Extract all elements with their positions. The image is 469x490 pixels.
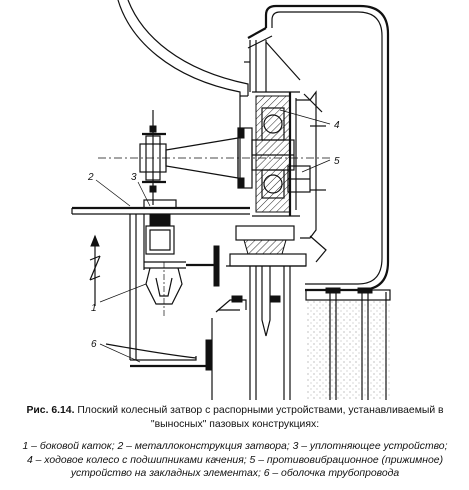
label-5: 5 (334, 156, 340, 167)
legend-line-3: устройство на закладных элементах; 6 – о… (70, 468, 400, 479)
pipeline-shell (105, 299, 247, 400)
gate-beam (71, 206, 250, 360)
figure-number: Рис. 6.14. (26, 405, 75, 416)
flow-arrow-icon (89, 234, 101, 306)
anti-vibration-device (287, 90, 327, 263)
figure-legend: 1 – боковой каток; 2 – металлоконструкци… (6, 440, 464, 481)
embedded-rail-base (226, 225, 307, 400)
anchor-bolts (305, 287, 391, 400)
label-4: 4 (334, 120, 340, 131)
legend-line-2: 4 – ходовое колесо с подшипниками качени… (26, 454, 444, 466)
gate-frame-outline (117, 0, 249, 186)
side-roller (144, 245, 220, 316)
label-2: 2 (87, 172, 94, 183)
groove-structure (244, 4, 390, 292)
legend-line-1: 1 – боковой каток; 2 – металлоконструкци… (22, 441, 448, 452)
label-1: 1 (91, 303, 97, 314)
running-wheel-assembly (98, 91, 330, 217)
caption-text: Плоский колесный затвор с распорными уст… (74, 405, 444, 430)
leader-lines (95, 109, 331, 363)
seal-device (143, 199, 177, 255)
label-6: 6 (91, 339, 97, 350)
gate-diagram: 2 3 4 5 1 6 (71, 0, 391, 400)
figure-caption: Рис. 6.14. Плоский колесный затвор с рас… (6, 404, 464, 431)
label-3: 3 (131, 172, 137, 183)
